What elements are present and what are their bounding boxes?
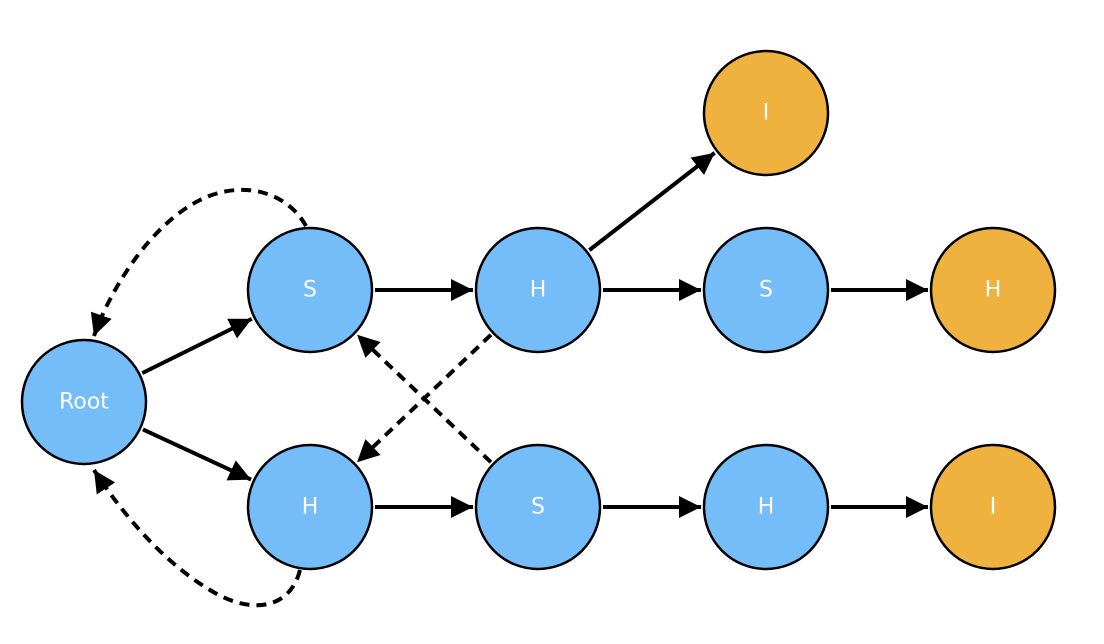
node-i1: I (702, 49, 830, 177)
node-h4-circle (702, 443, 830, 571)
edge-s2-to-s1 (355, 333, 493, 464)
node-s1-circle (246, 226, 374, 354)
node-s3: S (702, 226, 830, 354)
node-s1-label: S (303, 278, 317, 303)
node-h3-label: H (985, 278, 1002, 303)
node-s1: S (246, 226, 374, 354)
node-i2-circle (929, 443, 1057, 571)
node-h4: H (702, 443, 830, 571)
node-s2-label: S (531, 495, 545, 520)
node-h2: H (474, 226, 602, 354)
edge-h2-to-i1 (588, 151, 716, 252)
node-i2: I (929, 443, 1057, 571)
edge-root-to-s1 (141, 317, 253, 375)
edges-layer (90, 151, 928, 608)
edge-h1-to-root (92, 468, 302, 608)
node-h1-label: H (302, 495, 319, 520)
edge-s1-to-root (90, 187, 308, 337)
node-s2-circle (474, 443, 602, 571)
edge-root-to-h1 (142, 427, 252, 482)
node-h3-circle (929, 226, 1057, 354)
node-h3: H (929, 226, 1057, 354)
node-s3-label: S (759, 278, 773, 303)
node-root-circle (20, 338, 148, 466)
node-h1: H (246, 443, 374, 571)
node-i2-label: I (990, 495, 997, 520)
node-h2-circle (474, 226, 602, 354)
node-s2: S (474, 443, 602, 571)
node-h2-label: H (530, 278, 547, 303)
node-h4-label: H (758, 495, 775, 520)
node-i1-circle (702, 49, 830, 177)
node-i1-label: I (763, 101, 770, 126)
node-root-label: Root (59, 390, 109, 415)
node-s3-circle (702, 226, 830, 354)
node-root: Root (20, 338, 148, 466)
node-h1-circle (246, 443, 374, 571)
